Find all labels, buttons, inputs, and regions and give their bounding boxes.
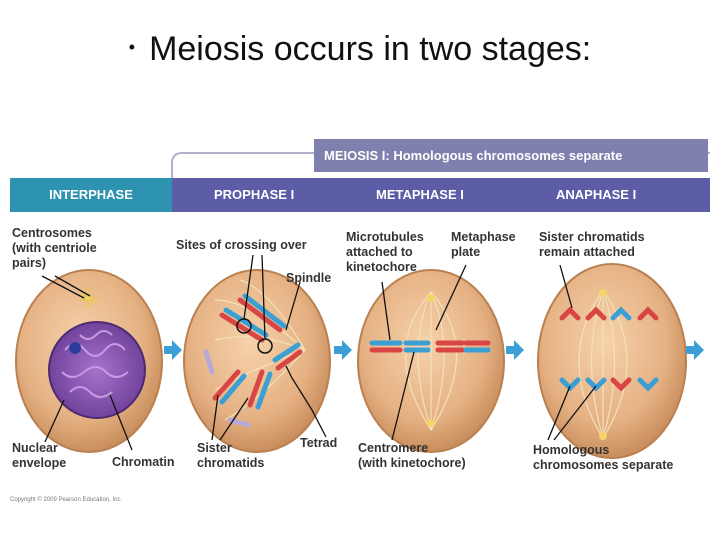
nucleolus [69,342,81,354]
bullet-icon: • [128,36,136,57]
label-spindle: Spindle [286,271,332,285]
phase-bar-meiosis: PROPHASE I METAPHASE I ANAPHASE I [172,178,710,212]
metaphase-spindle [405,291,457,431]
label-crossing-over: Sites of crossing over [176,238,307,252]
phase-interphase: INTERPHASE [10,178,172,212]
centrosome-top-icon [427,294,435,302]
centrosome-icon [77,288,99,308]
title-text: Meiosis occurs in two stages: [149,30,592,68]
anaphase-cell [537,263,687,459]
phase-anaphase: ANAPHASE I [556,187,637,202]
prophase-chromosomes [203,293,303,428]
centrosome-bottom-icon [427,419,435,427]
arrow-icon [686,340,704,360]
centrosome-bottom-icon [599,432,607,440]
slide-title: • Meiosis occurs in two stages: [0,30,720,69]
phase-metaphase: METAPHASE I [376,187,464,202]
chromatin-texture [61,330,129,398]
label-centromere: Centromere(with kinetochore) [358,441,466,470]
arrow-icon [334,340,352,360]
label-chromatin: Chromatin [112,455,175,469]
arrow-icon [164,340,182,360]
phase-prophase: PROPHASE I [214,187,295,202]
label-tetrad: Tetrad [300,436,338,450]
leader-lines [41,254,597,451]
anaphase-chromosomes [559,306,659,392]
prophase-cell [183,269,331,453]
nucleus [48,321,146,419]
metaphase-chromosomes [369,340,491,353]
arrow-icon [506,340,524,360]
centrosome-top-icon [599,289,607,297]
meiosis-banner: MEIOSIS I: Homologous chromosomes separa… [314,139,708,172]
meiosis-bracket [171,152,333,180]
copyright: Copyright © 2009 Pearson Education, Inc. [10,497,123,503]
